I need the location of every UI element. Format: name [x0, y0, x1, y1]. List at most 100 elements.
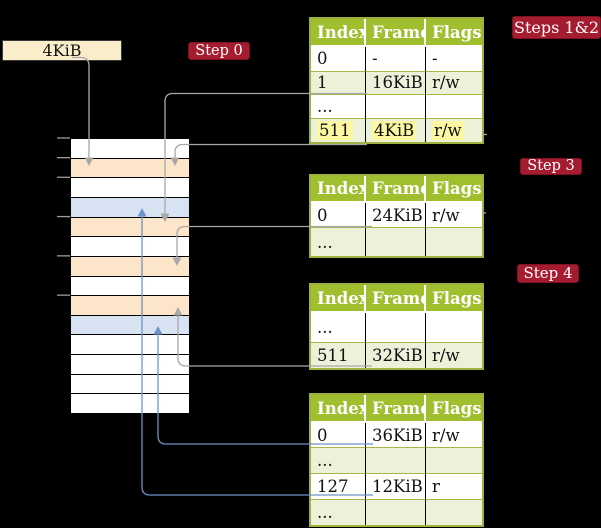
steps-1-2-label: Steps 1&2: [514, 17, 599, 37]
memory-frame-row-free: [71, 139, 189, 158]
cell-final-r1c2: [426, 447, 482, 473]
cell-text: 1: [317, 73, 328, 93]
cell-steps-1-2-r3c2: r/w: [426, 117, 482, 142]
memory-frame-row-page-table: [71, 295, 189, 316]
cell-text: 0: [317, 205, 328, 225]
cell-text: -: [432, 49, 438, 69]
cell-text: 4KiB: [372, 120, 417, 140]
memory-frame-row-free: [71, 373, 189, 395]
cell-steps-1-2-r2c1: [366, 94, 426, 118]
steps-1-2-badge: Steps 1&2: [512, 16, 601, 39]
header-step-4-index: Index: [311, 285, 369, 313]
cell-text: 511: [317, 120, 353, 140]
header-final-index: Index: [311, 395, 369, 423]
step-3-label: Step 3: [527, 158, 575, 175]
step-0-label: Step 0: [195, 42, 243, 59]
cell-text: 24KiB: [372, 205, 423, 225]
cell-step-4-r0c1: [366, 313, 426, 342]
cell-steps-1-2-r3c1: 4KiB: [366, 117, 426, 142]
step-0-badge: Step 0: [188, 42, 250, 60]
cell-text: 32KiB: [372, 345, 423, 365]
header-steps-1-2-index: Index: [311, 19, 369, 47]
cell-text: 0: [317, 49, 328, 69]
memory-frame-row-free: [71, 393, 189, 413]
cell-steps-1-2-r0c0: 0: [311, 47, 366, 71]
step-3-badge: Step 3: [520, 158, 582, 175]
cell-step-3-r0c2: r/w: [426, 203, 482, 227]
header-final-frame: Frame: [366, 395, 431, 423]
memory-frame-row-free: [71, 177, 189, 198]
cell-step-3-r1c2: [426, 227, 482, 256]
memory-frame-row-data-page: [71, 314, 189, 336]
step-4-badge: Step 4: [517, 264, 579, 283]
cell-text: ...: [317, 317, 333, 337]
memory-frame-row-free: [71, 275, 189, 297]
memory-frame-row-page-table: [71, 255, 189, 277]
header-step-3-index: Index: [311, 176, 369, 203]
cell-final-r1c1: [366, 447, 426, 473]
cell-text: 36KiB: [372, 425, 423, 445]
cell-text: ...: [317, 96, 333, 116]
memory-frame-row-free: [71, 354, 189, 375]
cell-final-r2c2: r: [426, 473, 482, 499]
cell-step-3-r1c1: [366, 227, 426, 256]
cell-steps-1-2-r0c2: -: [426, 47, 482, 71]
cell-text: r/w: [432, 73, 460, 93]
root-table-address-label: 4KiB: [42, 41, 82, 60]
cell-text: ...: [317, 451, 333, 470]
cell-step-4-r0c2: [426, 313, 482, 342]
cell-final-r2c1: 12KiB: [366, 473, 426, 499]
cell-text: 0: [317, 425, 328, 445]
cell-final-r0c0: 0: [311, 423, 366, 447]
header-step-4-flags: Flags: [426, 285, 482, 313]
cell-step-4-r1c1: 32KiB: [366, 341, 426, 368]
cell-steps-1-2-r2c0: ...: [311, 94, 366, 118]
header-steps-1-2-frame: Frame: [366, 19, 431, 47]
cell-final-r3c0: ...: [311, 499, 366, 525]
header-final-flags: Flags: [426, 395, 482, 423]
cell-steps-1-2-r3c0: 511: [311, 117, 366, 142]
cell-step-4-r1c2: r/w: [426, 341, 482, 368]
cell-text: 12KiB: [372, 477, 423, 496]
cell-text: r/w: [432, 345, 460, 365]
header-step-3-flags: Flags: [426, 176, 482, 203]
cell-steps-1-2-r1c1: 16KiB: [366, 70, 426, 94]
cell-text: 16KiB: [372, 73, 423, 93]
cell-step-4-r0c0: ...: [311, 313, 366, 342]
cell-steps-1-2-r1c2: r/w: [426, 70, 482, 94]
memory-frame-row-page-table: [71, 157, 189, 179]
cell-text: r/w: [432, 120, 464, 140]
root-table-address-box: 4KiB: [2, 40, 122, 61]
cell-final-r3c2: [426, 499, 482, 525]
header-step-4-frame: Frame: [366, 285, 431, 313]
cell-steps-1-2-r2c2: [426, 94, 482, 118]
memory-frame-row-free: [71, 334, 189, 356]
cell-step-3-r0c0: 0: [311, 203, 366, 227]
memory-frame-row-page-table: [71, 216, 189, 238]
cell-text: -: [372, 49, 378, 69]
pte-511-to-4kib-arrow: [174, 143, 367, 158]
cell-text: ...: [317, 232, 333, 252]
cell-final-r3c1: [366, 499, 426, 525]
memory-frame-row-data-page: [71, 196, 189, 218]
cell-final-r0c1: 36KiB: [366, 423, 426, 447]
cell-text: 127: [317, 477, 349, 496]
header-step-3-frame: Frame: [366, 176, 431, 203]
cell-steps-1-2-r0c1: -: [366, 47, 426, 71]
cell-text: r/w: [432, 425, 460, 445]
cell-text: r: [432, 477, 440, 496]
cell-text: 511: [317, 345, 349, 365]
cell-step-3-r0c1: 24KiB: [366, 203, 426, 227]
cell-final-r1c0: ...: [311, 447, 366, 473]
physical-memory-column: [70, 138, 190, 414]
cell-text: ...: [317, 503, 333, 522]
memory-frame-row-free: [71, 236, 189, 257]
step-4-label: Step 4: [523, 264, 573, 282]
header-steps-1-2-flags: Flags: [426, 19, 482, 47]
cell-text: r/w: [432, 205, 460, 225]
